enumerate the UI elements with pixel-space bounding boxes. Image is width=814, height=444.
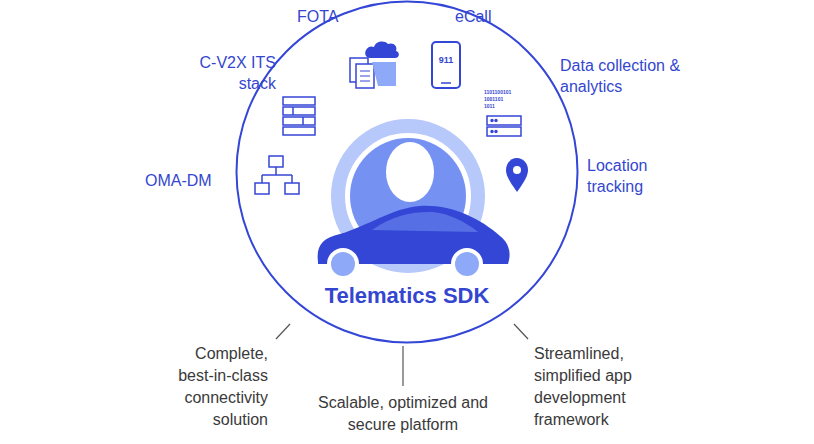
stack-icon (283, 97, 315, 135)
wheel (331, 252, 355, 276)
phone-icon (432, 42, 460, 88)
feature-label: OMA-DM (145, 170, 235, 191)
feature-label: 1101100101 (484, 89, 524, 96)
server-icon (487, 116, 521, 136)
org-chart-icon (255, 156, 299, 194)
feature-label: Location tracking (587, 155, 677, 197)
feature-label: FOTA (297, 6, 357, 27)
wheel-rim (327, 248, 359, 280)
feature-label: eCall (455, 6, 515, 27)
fota-icon (350, 42, 399, 88)
car-window (372, 212, 478, 232)
feature-label: 1011 (484, 103, 524, 110)
leader-line (402, 346, 403, 386)
leader-line (276, 324, 290, 339)
benefit-text: Scalable, optimized and secure platform (313, 392, 493, 436)
disk-hole (386, 142, 434, 202)
sdk-circle: Telematics SDK (235, 0, 579, 344)
wheel (455, 252, 479, 276)
leader-line (514, 324, 528, 339)
feature-label: Data collection & analytics (560, 55, 686, 97)
benefit-text: Complete, best-in-class connectivity sol… (164, 343, 268, 431)
feature-label: 1001101 (484, 96, 524, 103)
sdk-title: Telematics SDK (235, 283, 579, 309)
wheel-rim (451, 248, 483, 280)
location-pin (506, 158, 528, 192)
benefit-text: Streamlined, simplified app development … (534, 343, 660, 431)
feature-label: C-V2X ITS stack (192, 52, 276, 94)
feature-label: 911 (432, 55, 460, 66)
